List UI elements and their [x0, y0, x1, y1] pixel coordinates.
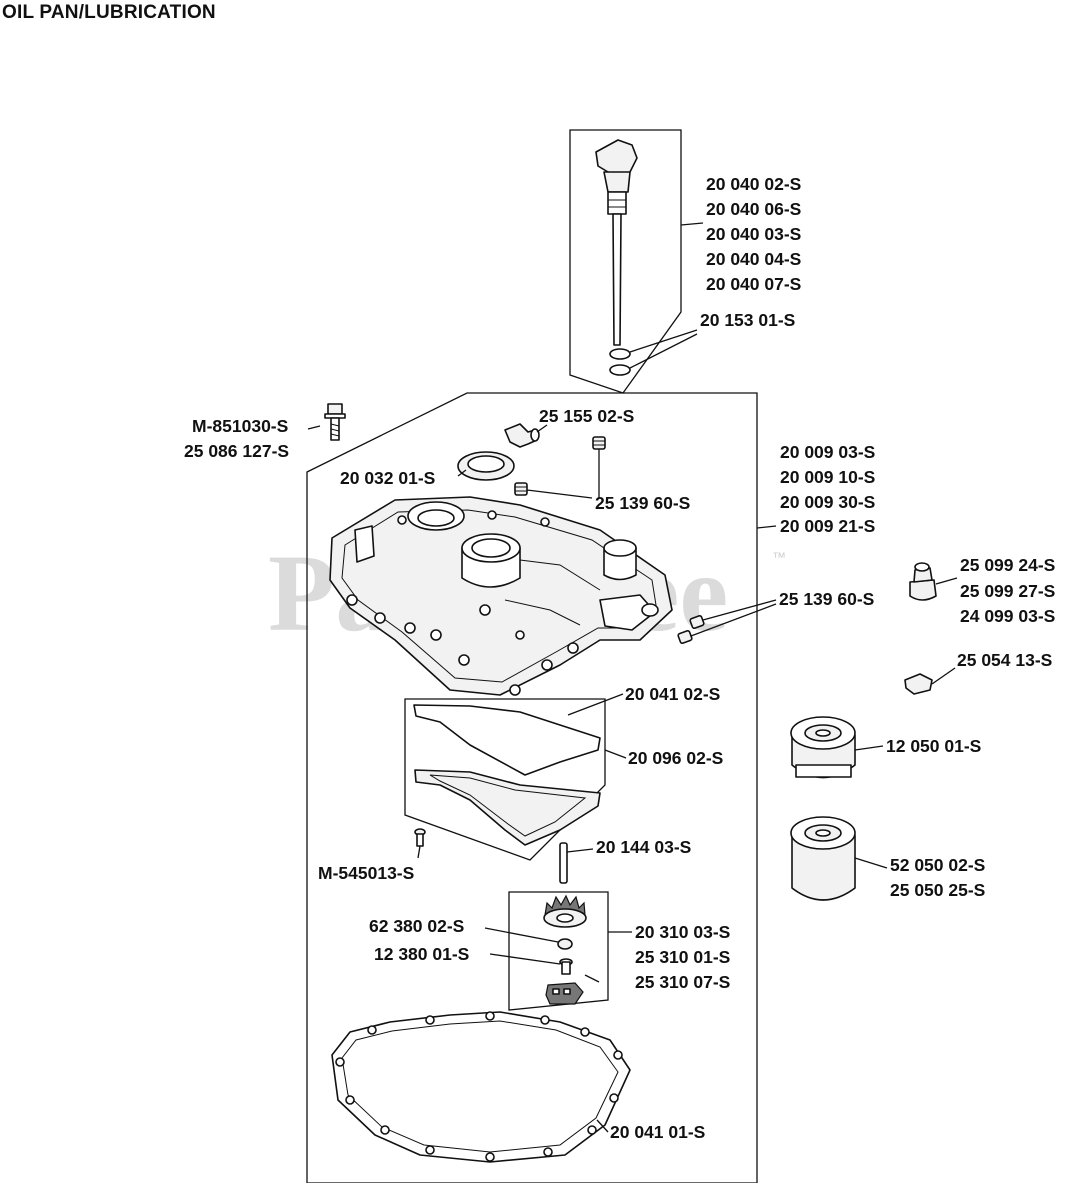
pump-housing[interactable] [545, 982, 584, 1005]
label-oil-pump-3: 25 310 07-S [635, 972, 730, 992]
dipstick-oring-1[interactable] [609, 348, 631, 360]
label-screw: M-545013-S [318, 863, 414, 883]
oil-pan-gasket[interactable] [331, 1011, 631, 1163]
label-bolt-2: 25 086 127-S [184, 441, 289, 461]
label-dipstick-4: 20 040 04-S [706, 249, 801, 269]
elbow-fitting[interactable] [504, 423, 540, 448]
leader-lines [307, 222, 958, 1133]
dipstick-group-box [569, 129, 682, 394]
label-plug-side: 25 139 60-S [779, 589, 874, 609]
label-bolt-1: M-851030-S [192, 416, 288, 436]
oil-seal[interactable] [457, 451, 515, 481]
oil-pan-group-box [306, 392, 758, 1183]
label-dipstick-oring: 20 153 01-S [700, 310, 795, 330]
pipe-plug-side[interactable] [677, 615, 705, 644]
label-dipstick-3: 20 040 03-S [706, 224, 801, 244]
oil-pressure-switch[interactable] [909, 562, 937, 601]
oil-filter-1[interactable] [790, 716, 856, 779]
pump-pin[interactable] [559, 958, 573, 975]
pump-washer[interactable] [557, 938, 573, 950]
label-gasket-plate: 20 041 02-S [625, 684, 720, 704]
oil-filter-2[interactable] [790, 816, 856, 901]
label-elbow-fitting: 25 155 02-S [539, 406, 634, 426]
label-pan-gasket: 20 041 01-S [610, 1122, 705, 1142]
label-screen-plate: 20 096 02-S [628, 748, 723, 768]
label-pump-washer: 62 380 02-S [369, 916, 464, 936]
page-title: OIL PAN/LUBRICATION [2, 2, 216, 23]
label-oil-filter-2b: 25 050 25-S [890, 880, 985, 900]
label-oil-filter-1: 12 050 01-S [886, 736, 981, 756]
label-oil-seal: 20 032 01-S [340, 468, 435, 488]
pipe-plug-top[interactable] [592, 436, 606, 450]
oil-pump-gear[interactable] [543, 894, 587, 928]
label-pressure-switch-2: 25 099 27-S [960, 581, 1055, 601]
label-clip: 25 054 13-S [957, 650, 1052, 670]
pump-group-box [508, 891, 609, 1011]
label-oil-pan-1: 20 009 03-S [780, 442, 875, 462]
gasket-plate[interactable] [413, 704, 601, 776]
label-pressure-switch-1: 25 099 24-S [960, 555, 1055, 575]
screw[interactable] [414, 828, 426, 847]
label-dipstick-5: 20 040 07-S [706, 274, 801, 294]
pipe-plug-top-2[interactable] [514, 482, 528, 496]
label-pressure-switch-3: 24 099 03-S [960, 606, 1055, 626]
label-pin: 20 144 03-S [596, 837, 691, 857]
callout-labels: 20 040 02-S 20 040 06-S 20 040 03-S 20 0… [184, 174, 1055, 1142]
flange-bolt[interactable] [324, 403, 346, 441]
oil-pan[interactable] [329, 496, 673, 696]
dipstick-oring-2[interactable] [609, 364, 631, 376]
label-pump-pin: 12 380 01-S [374, 944, 469, 964]
retainer-clip[interactable] [904, 673, 933, 695]
label-oil-pump-2: 25 310 01-S [635, 947, 730, 967]
label-plug-top: 25 139 60-S [595, 493, 690, 513]
oil-screen-plate[interactable] [414, 769, 601, 846]
label-dipstick-2: 20 040 06-S [706, 199, 801, 219]
watermark-tm: ™ [772, 549, 786, 565]
label-oil-pan-2: 20 009 10-S [780, 467, 875, 487]
label-dipstick-1: 20 040 02-S [706, 174, 801, 194]
label-oil-pump-1: 20 310 03-S [635, 922, 730, 942]
label-oil-pan-3: 20 009 30-S [780, 492, 875, 512]
dipstick[interactable] [595, 139, 638, 346]
dowel-pin[interactable] [559, 842, 568, 884]
label-oil-pan-4: 20 009 21-S [780, 516, 875, 536]
label-oil-filter-2a: 52 050 02-S [890, 855, 985, 875]
drive-pin[interactable] [584, 974, 600, 983]
